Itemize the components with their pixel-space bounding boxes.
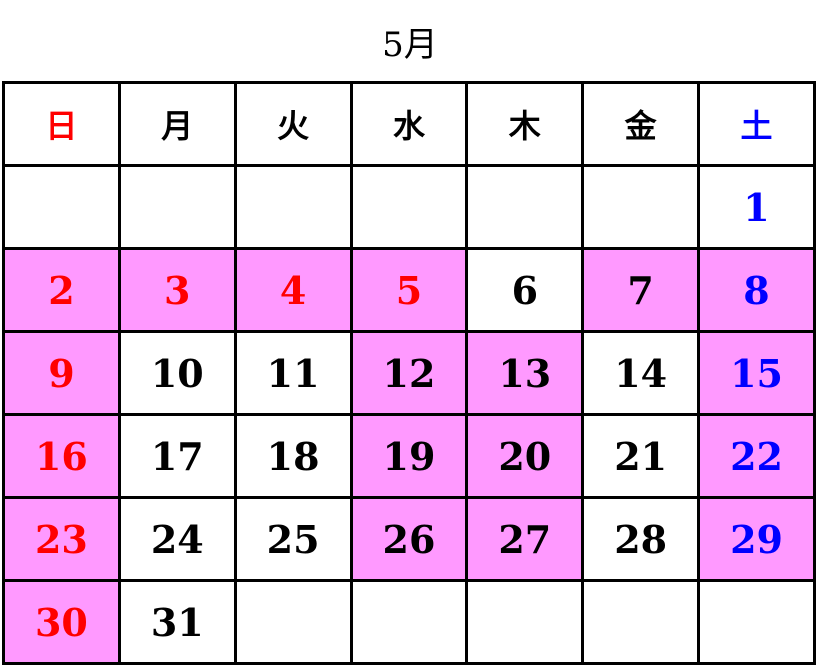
day-cell: 17 <box>117 413 237 499</box>
day-cell: 11 <box>233 330 353 416</box>
day-cell: 31 <box>117 579 237 665</box>
day-cell: 7 <box>581 247 701 333</box>
empty-day-cell <box>233 579 353 665</box>
empty-day-cell <box>117 164 237 250</box>
day-cell: 22 <box>697 413 816 499</box>
day-cell: 29 <box>697 496 816 582</box>
weekday-header: 月 <box>117 81 237 167</box>
empty-day-cell <box>581 164 701 250</box>
day-cell: 27 <box>465 496 585 582</box>
day-cell: 10 <box>117 330 237 416</box>
weekday-header: 火 <box>233 81 353 167</box>
empty-day-cell <box>581 579 701 665</box>
day-cell: 9 <box>2 330 121 416</box>
day-cell: 14 <box>581 330 701 416</box>
weekday-header: 土 <box>697 81 816 167</box>
day-cell: 23 <box>2 496 121 582</box>
week-row: 1 <box>2 164 816 250</box>
day-cell: 4 <box>233 247 353 333</box>
empty-day-cell <box>349 579 469 665</box>
day-cell: 24 <box>117 496 237 582</box>
empty-day-cell <box>233 164 353 250</box>
day-cell: 25 <box>233 496 353 582</box>
empty-day-cell <box>349 164 469 250</box>
day-cell: 16 <box>2 413 121 499</box>
day-cell: 13 <box>465 330 585 416</box>
day-cell: 12 <box>349 330 469 416</box>
day-cell: 5 <box>349 247 469 333</box>
empty-day-cell <box>465 164 585 250</box>
day-cell: 19 <box>349 413 469 499</box>
day-cell: 1 <box>697 164 816 250</box>
day-cell: 30 <box>2 579 121 665</box>
day-cell: 8 <box>697 247 816 333</box>
month-title: 5月 <box>382 25 438 65</box>
weekday-header: 日 <box>2 81 121 167</box>
day-cell: 28 <box>581 496 701 582</box>
day-cell: 15 <box>697 330 816 416</box>
weekday-header: 金 <box>581 81 701 167</box>
day-cell: 2 <box>2 247 121 333</box>
empty-day-cell <box>697 579 816 665</box>
day-cell: 26 <box>349 496 469 582</box>
day-cell: 20 <box>465 413 585 499</box>
weekday-header: 木 <box>465 81 585 167</box>
empty-day-cell <box>465 579 585 665</box>
day-cell: 18 <box>233 413 353 499</box>
day-cell: 3 <box>117 247 237 333</box>
empty-day-cell <box>2 164 121 250</box>
day-cell: 21 <box>581 413 701 499</box>
weekday-header: 水 <box>349 81 469 167</box>
weekday-header-row: 日月火水木金土 <box>2 81 816 167</box>
day-cell: 6 <box>465 247 585 333</box>
